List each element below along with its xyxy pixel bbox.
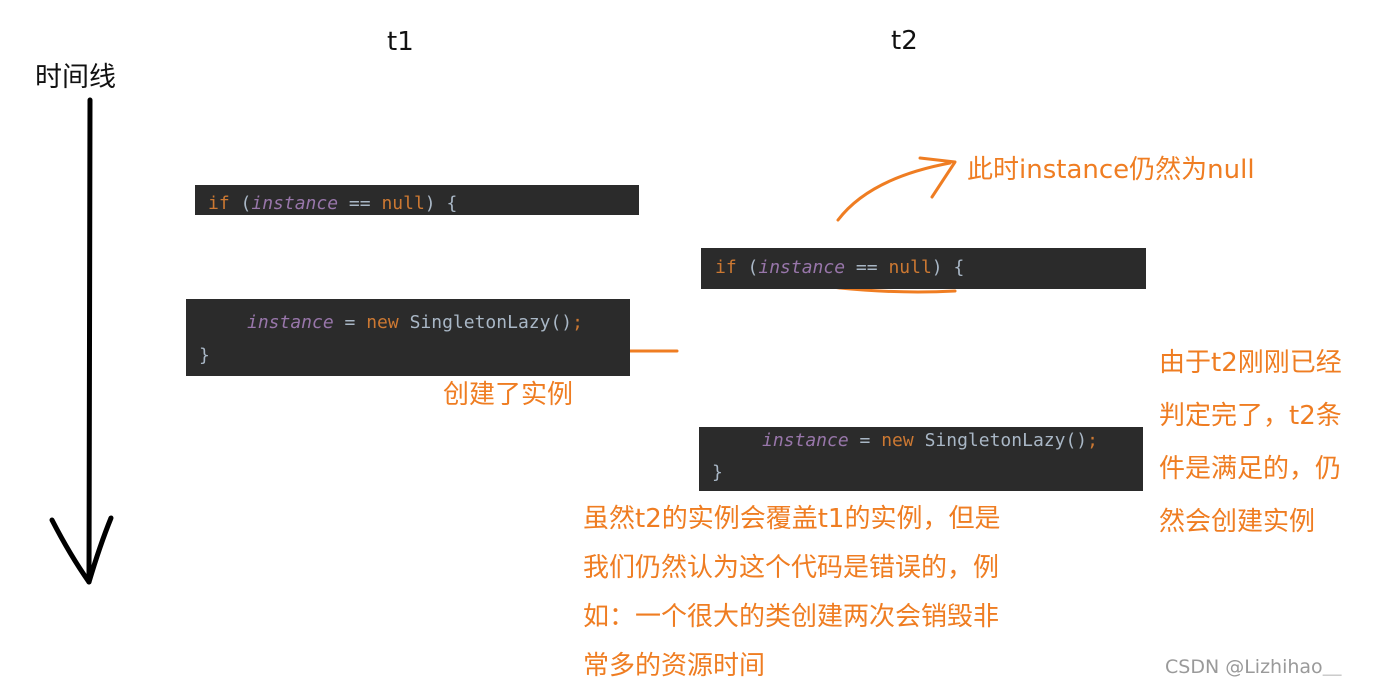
code-line: if (instance == null) { xyxy=(715,257,964,278)
paren-brace: ) { xyxy=(931,257,965,278)
null-note-arrowhead xyxy=(918,156,957,199)
keyword-null: null xyxy=(381,193,425,214)
code-line: instance = new SingletonLazy(); xyxy=(247,312,583,333)
field-instance: instance xyxy=(762,430,849,451)
bottom-note: 虽然t2的实例会覆盖t1的实例，但是 我们仍然认为这个代码是错误的，例 如：一个… xyxy=(583,495,1000,691)
bottom-note-line: 虽然t2的实例会覆盖t1的实例，但是 xyxy=(583,504,1001,534)
paren-brace: ) { xyxy=(424,193,458,214)
keyword-new: new xyxy=(881,430,914,451)
keyword-if: if xyxy=(208,193,230,214)
semicolon: ; xyxy=(572,312,583,333)
null-note: 此时instance仍然为null xyxy=(967,155,1255,185)
null-note-arrow xyxy=(836,161,952,222)
operator-eq: == xyxy=(845,257,889,278)
keyword-if: if xyxy=(715,257,737,278)
t2-label: t2 xyxy=(891,26,918,56)
semicolon: ; xyxy=(1087,430,1098,451)
t1-new-code: instance = new SingletonLazy(); } xyxy=(186,299,630,376)
bottom-note-line: 如：一个很大的类创建两次会销毁非 xyxy=(583,602,1000,632)
t2-if-code: if (instance == null) { xyxy=(701,248,1146,289)
operator-assign: = xyxy=(848,430,882,451)
t2-side-note-line: 由于t2刚刚已经 xyxy=(1159,348,1342,378)
timeline-label: 时间线 xyxy=(35,62,116,93)
t1-if-code: if (instance == null) { xyxy=(195,185,639,215)
paren: ( xyxy=(736,257,759,278)
bottom-note-line: 常多的资源时间 xyxy=(583,651,766,681)
code-line: } xyxy=(712,462,723,483)
constructor-call: SingletonLazy() xyxy=(913,430,1088,451)
operator-eq: == xyxy=(338,193,382,214)
timeline-arrow-head xyxy=(49,515,114,585)
timeline-arrow-shaft xyxy=(86,97,93,585)
t2-side-note-line: 判定完了，t2条 xyxy=(1159,401,1342,431)
watermark: CSDN @Lizhihao＿ xyxy=(1165,656,1342,678)
t1-label: t1 xyxy=(387,27,414,57)
bottom-note-line: 我们仍然认为这个代码是错误的，例 xyxy=(583,553,1000,583)
t2-side-note: 由于t2刚刚已经 判定完了，t2条 件是满足的，仍 然会创建实例 xyxy=(1159,337,1342,549)
t2-side-note-line: 然会创建实例 xyxy=(1159,507,1316,537)
created-note: 创建了实例 xyxy=(443,380,574,410)
keyword-null: null xyxy=(888,257,932,278)
code-line: } xyxy=(199,345,210,366)
closing-brace: } xyxy=(199,345,210,366)
field-instance: instance xyxy=(251,193,339,214)
t2-new-code: instance = new SingletonLazy(); } xyxy=(699,427,1143,491)
field-instance: instance xyxy=(758,257,846,278)
field-instance: instance xyxy=(247,312,334,333)
operator-assign: = xyxy=(333,312,367,333)
code-line: instance = new SingletonLazy(); xyxy=(762,430,1098,451)
t2-side-note-line: 件是满足的，仍 xyxy=(1159,454,1342,484)
closing-brace: } xyxy=(712,462,723,483)
paren: ( xyxy=(229,193,252,214)
code-line: if (instance == null) { xyxy=(208,193,457,214)
keyword-new: new xyxy=(366,312,399,333)
constructor-call: SingletonLazy() xyxy=(398,312,573,333)
